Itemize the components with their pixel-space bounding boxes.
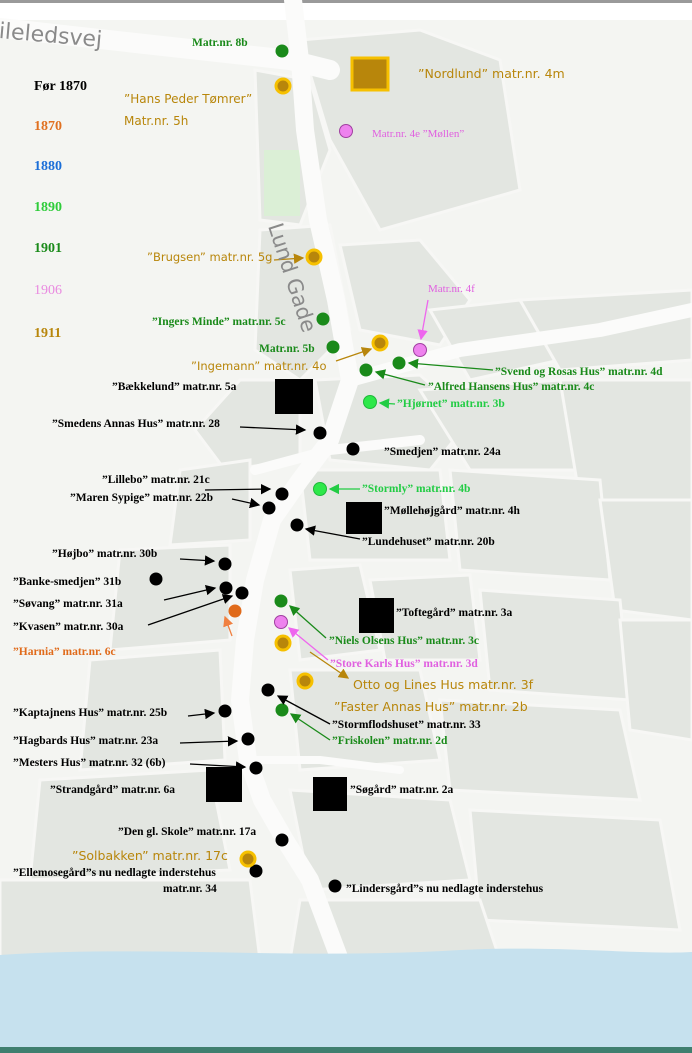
dot-smedens-annas-hus — [313, 426, 327, 440]
house-square-nordlund — [350, 56, 390, 92]
label-hjornet: ”Hjørnet” matr.nr. 3b — [397, 398, 505, 410]
label-stormflodshuset: ”Stormflodshuset” matr.nr. 33 — [332, 719, 481, 731]
dot-den-gl-skole — [275, 833, 289, 847]
label-friskolen: ”Friskolen” matr.nr. 2d — [332, 735, 448, 747]
dot-hjornet — [363, 395, 377, 409]
house-square-strandgard — [206, 767, 242, 802]
dot-lindersgard — [328, 879, 342, 893]
label-solbakken: ”Solbakken” matr.nr. 17c — [72, 848, 228, 863]
dot-faster-annas-hus — [274, 634, 292, 652]
dot-svend-og-rosas-hus — [392, 356, 406, 370]
dot-harnia — [228, 604, 242, 618]
label-maren-sypige: ”Maren Sypige” matr.nr. 22b — [70, 492, 214, 504]
label-ellemosegard: ”Ellemosegård”s nu nedlagte inderstehus — [13, 867, 216, 879]
label-brugsen: ”Brugsen” matr.nr. 5g — [147, 250, 273, 264]
dot-4f — [413, 343, 427, 357]
dot-kvasen — [235, 586, 249, 600]
label-hojbo: ”Højbo” matr.nr. 30b — [52, 548, 158, 560]
label-otto-og-lines-hus: Otto og Lines Hus matr.nr. 3f — [353, 677, 534, 692]
dot-smedjen — [346, 442, 360, 456]
legend-item-1880: 1880 — [34, 159, 62, 174]
label-lundehuset: ”Lundehuset” matr.nr. 20b — [362, 536, 495, 548]
dot-5b — [326, 340, 340, 354]
label-sovang: ”Søvang” matr.nr. 31a — [13, 598, 123, 610]
label-5b: Matr.nr. 5b — [259, 343, 315, 355]
label-34: matr.nr. 34 — [163, 883, 217, 895]
legend-item-1901: 1901 — [34, 241, 62, 256]
dot-mesters-hus — [249, 761, 263, 775]
label-sogard: ”Søgård” matr.nr. 2a — [350, 784, 454, 796]
label-lindersgard: ”Lindersgård”s nu nedlagte inderstehus — [346, 883, 544, 895]
label-kaptajnens-hus: ”Kaptajnens Hus” matr.nr. 25b — [13, 707, 168, 719]
legend-item-1890: 1890 — [34, 200, 62, 215]
label-baekkelund: ”Bækkelund” matr.nr. 5a — [112, 381, 237, 393]
label-5h: Matr.nr. 5h — [124, 114, 189, 128]
label-lillebo: ”Lillebo” matr.nr. 21c — [102, 474, 210, 486]
dot-niels-olsens-hus — [274, 594, 288, 608]
label-harnia: ”Harnia” matr.nr. 6c — [13, 646, 116, 658]
dot-stormly — [313, 482, 327, 496]
label-alfred-hansens-hus: ”Alfred Hansens Hus” matr.nr. 4c — [428, 381, 595, 393]
dot-hagbards-hus — [241, 732, 255, 746]
legend-item-for-1870: Før 1870 — [34, 79, 88, 94]
dot-ellemosegard — [249, 864, 263, 878]
dot-lundehuset — [290, 518, 304, 532]
house-square-mollehojgard — [346, 502, 382, 534]
legend-item-1870: 1870 — [34, 119, 62, 134]
dot-maren-sypige — [262, 501, 276, 515]
label-store-karls-hus: ”Store Karls Hus” matr.nr. 3d — [330, 658, 478, 670]
house-square-sogard — [313, 777, 347, 811]
dot-sovang — [219, 581, 233, 595]
label-svend-og-rosas-hus: ”Svend og Rosas Hus” matr.nr. 4d — [495, 366, 663, 378]
label-den-gl-skole: ”Den gl. Skole” matr.nr. 17a — [118, 826, 257, 838]
label-mesters-hus: ”Mesters Hus” matr.nr. 32 (6b) — [13, 757, 166, 769]
dot-store-karls-hus — [274, 615, 288, 629]
dot-kaptajnens-hus — [218, 704, 232, 718]
label-ingemann: ”Ingemann” matr.nr. 4o — [191, 359, 327, 373]
label-strandgard: ”Strandgård” matr.nr. 6a — [50, 784, 176, 796]
label-ingers-minde: ”Ingers Minde” matr.nr. 5c — [152, 316, 286, 328]
label-4f: Matr.nr. 4f — [428, 283, 475, 295]
dot-ingers-minde — [316, 312, 330, 326]
dot-banke-smedjen — [149, 572, 163, 586]
label-faster-annas-hus: ”Faster Annas Hus” matr.nr. 2b — [334, 699, 528, 714]
label-niels-olsens-hus: ”Niels Olsens Hus” matr.nr. 3c — [329, 635, 479, 647]
dot-hojbo — [218, 557, 232, 571]
dot-otto-og-lines-hus — [296, 672, 314, 690]
dot-stormflodshuset — [261, 683, 275, 697]
house-square-toftegard — [359, 598, 394, 633]
label-hagbards-hus: ”Hagbards Hus” matr.nr. 23a — [13, 735, 159, 747]
dot-8b — [275, 44, 289, 58]
label-8b: Matr.nr. 8b — [192, 37, 248, 49]
legend-item-1911: 1911 — [34, 326, 62, 341]
label-banke-smedjen: ”Banke-smedjen” 31b — [13, 576, 122, 588]
dot-mollen — [339, 124, 353, 138]
label-smedens-annas-hus: ”Smedens Annas Hus” matr.nr. 28 — [52, 418, 220, 430]
dot-lillebo — [275, 487, 289, 501]
dot-solbakken — [239, 850, 257, 868]
label-toftegard: ”Toftegård” matr.nr. 3a — [396, 607, 513, 619]
legend-item-1906: 1906 — [34, 283, 62, 298]
label-nordlund: ”Nordlund” matr.nr. 4m — [418, 66, 565, 81]
dot-ingemann — [371, 334, 389, 352]
dot-hans-peder-tomrer — [274, 77, 292, 95]
dot-brugsen — [305, 248, 323, 266]
house-square-baekkelund — [275, 379, 313, 414]
label-stormly: ”Stormly” matr.nr. 4b — [362, 483, 471, 495]
label-kvasen: ”Kvasen” matr.nr. 30a — [13, 621, 124, 633]
dot-alfred-hansens-hus — [359, 363, 373, 377]
label-smedjen: ”Smedjen” matr.nr. 24a — [384, 446, 501, 458]
label-mollehojgard: ”Møllehøjgård” matr.nr. 4h — [384, 505, 520, 517]
label-hans-peder-tomrer: ”Hans Peder Tømrer” — [124, 92, 253, 106]
label-mollen: Matr.nr. 4e ”Møllen” — [372, 128, 465, 140]
dot-friskolen — [275, 703, 289, 717]
